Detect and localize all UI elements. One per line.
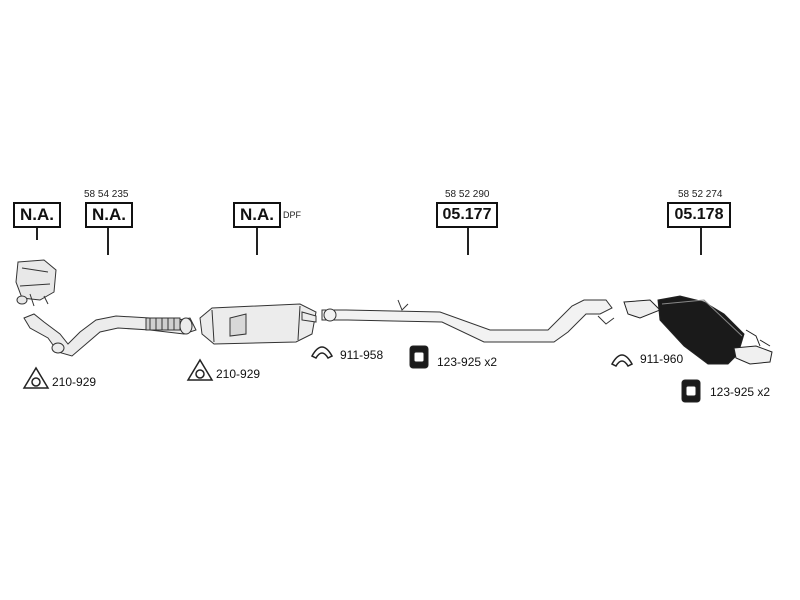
mount-1-label: 123-925 x2 (437, 355, 498, 369)
triangle-gasket-icon (186, 358, 214, 381)
clamp-icon (610, 354, 634, 367)
gasket-1-label: 210-929 (52, 375, 97, 389)
middle-pipe-part (321, 299, 615, 343)
dpf-note: DPF (283, 210, 301, 220)
gasket-2-label: 210-929 (216, 367, 261, 381)
triangle-gasket-icon (22, 366, 50, 389)
rubber-mount-icon (409, 345, 429, 369)
leader-lines (36, 228, 702, 255)
front-pipe-part (23, 313, 197, 357)
clamp-1-label: 911-958 (340, 348, 384, 362)
dpf-part (199, 303, 317, 345)
clamp-icon (310, 346, 334, 359)
catalyst-label-box[interactable]: N.A. (13, 202, 61, 228)
dpf-label-box[interactable]: N.A. (233, 202, 281, 228)
front-pipe-ref: 58 54 235 (84, 189, 129, 200)
middle-pipe-ref: 58 52 290 (445, 189, 490, 200)
middle-pipe-label-box[interactable]: 05.177 (436, 202, 498, 228)
rear-box-part (623, 295, 773, 365)
clamp-2-label: 911-960 (640, 352, 684, 366)
rear-box-label-box[interactable]: 05.178 (667, 202, 731, 228)
front-pipe-label-box[interactable]: N.A. (85, 202, 133, 228)
rear-box-ref: 58 52 274 (678, 189, 723, 200)
rubber-mount-icon (681, 379, 701, 403)
catalyst-part (15, 259, 57, 307)
mount-2-label: 123-925 x2 (710, 385, 771, 399)
